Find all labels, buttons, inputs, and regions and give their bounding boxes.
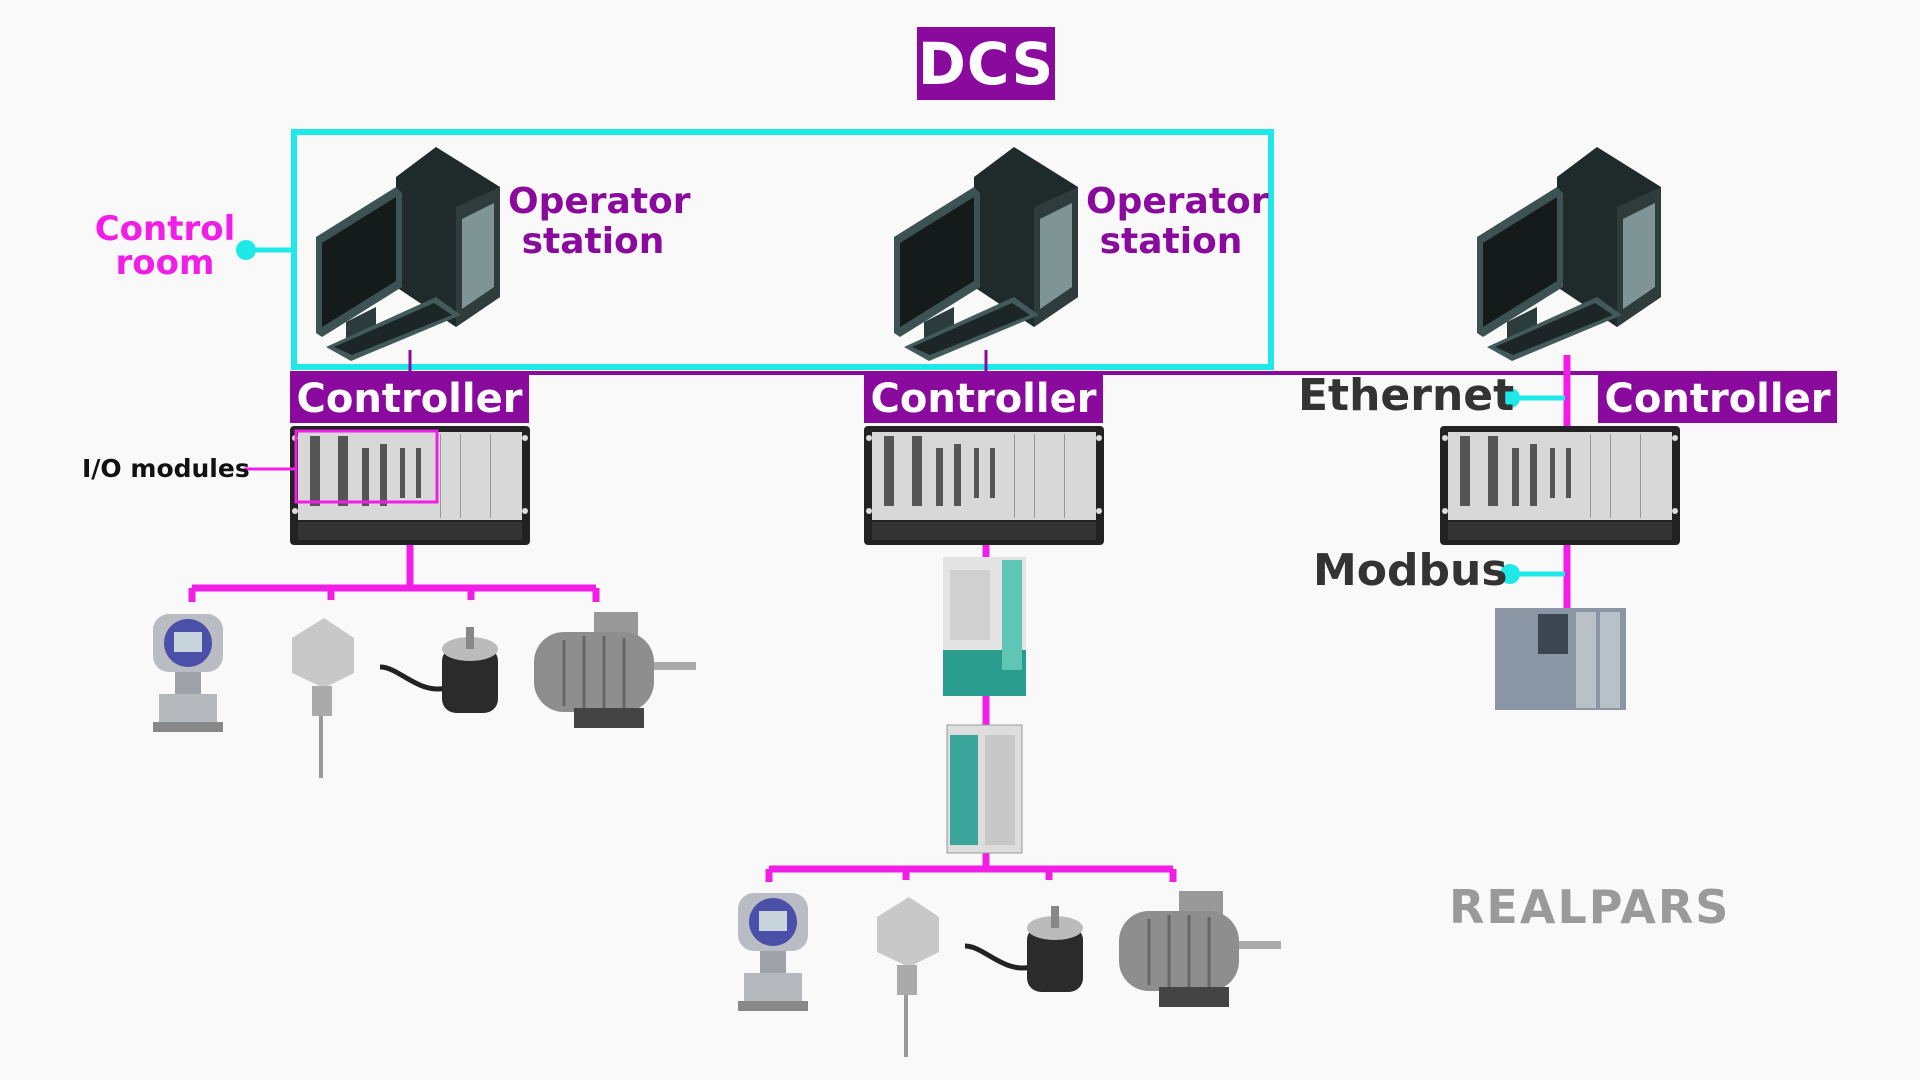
- operator-station-label-2: Operator station: [1086, 181, 1269, 262]
- control-room-line2: room: [115, 243, 215, 283]
- temperature-sensor-icon: [877, 897, 939, 1057]
- operator-station-line2: station: [1099, 221, 1243, 262]
- yokogawa-io-module-icon: [943, 557, 1026, 696]
- terminal-block-icon: [946, 724, 1023, 854]
- computer-icon: [1477, 147, 1661, 361]
- controller-rack-icon: [290, 426, 530, 545]
- motor-icon: [532, 612, 696, 729]
- field-bus-2: [765, 545, 1177, 882]
- page-title: DCS: [917, 27, 1055, 100]
- ethernet-dot: [1500, 388, 1520, 408]
- io-modules-label: I/O modules: [82, 454, 250, 483]
- encoder-icon: [965, 906, 1083, 992]
- plc-icon: [1495, 608, 1626, 710]
- control-room-label: Control room: [90, 212, 240, 280]
- computer-icon: [316, 147, 500, 361]
- pressure-transmitter-icon: [153, 614, 223, 732]
- field-bus-1: [188, 545, 600, 602]
- realpars-logo: REALPARS: [1449, 880, 1731, 934]
- controller-label-1: Controller: [290, 374, 529, 423]
- operator-station-line1: Operator: [1086, 181, 1269, 222]
- motor-icon: [1117, 891, 1281, 1008]
- computer-icon: [894, 147, 1078, 361]
- pressure-transmitter-icon: [738, 893, 808, 1011]
- operator-station-line2: station: [521, 221, 665, 262]
- control-room-dot: [236, 240, 256, 260]
- controller-label-3: Controller: [1598, 374, 1837, 423]
- modbus-label: Modbus: [1313, 545, 1508, 596]
- operator-station-line1: Operator: [508, 181, 691, 222]
- ethernet-label: Ethernet: [1298, 370, 1515, 421]
- control-room-line1: Control: [94, 209, 236, 249]
- encoder-icon: [380, 627, 498, 713]
- temperature-sensor-icon: [292, 618, 354, 778]
- controller-rack-icon: [864, 426, 1104, 545]
- operator-station-label-1: Operator station: [508, 181, 691, 262]
- controller-label-2: Controller: [864, 374, 1103, 423]
- modbus-dot: [1500, 564, 1520, 584]
- controller-rack-icon: [1440, 426, 1680, 545]
- io-modules-highlight: [294, 429, 439, 504]
